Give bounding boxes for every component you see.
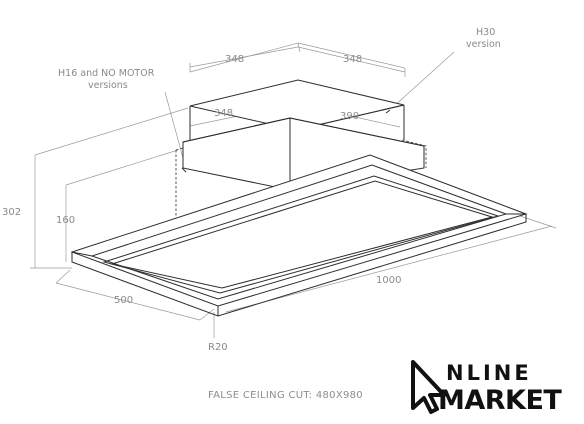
dim-box-depth: 390: [340, 111, 359, 122]
version-notes: H16 and NO MOTOR versions H30 version: [58, 27, 501, 91]
ceiling-panel: [70, 109, 528, 317]
note-h16-line2: versions: [88, 80, 128, 91]
dimension-labels: 348 348 348 390 302 160 500 1000 R20: [2, 54, 401, 353]
false-ceiling-caption: FALSE CEILING CUT: 480X980: [208, 390, 363, 401]
onlinemarket-logo: NLINE MARKET: [411, 360, 563, 416]
dim-depth: 500: [114, 295, 133, 306]
logo-line1: NLINE: [446, 361, 532, 385]
dim-box-width: 348: [214, 108, 233, 119]
dim-length: 1000: [376, 275, 401, 286]
dim-top-right: 348: [343, 54, 362, 65]
dim-total-height: 302: [2, 207, 21, 218]
dim-body-height: 160: [56, 215, 75, 226]
dim-top-left: 348: [225, 54, 244, 65]
dim-radius: R20: [208, 342, 228, 353]
cursor-arrow-icon: [411, 360, 446, 414]
note-h16-line1: H16 and NO MOTOR: [58, 68, 155, 79]
note-h30-line1: H30: [476, 27, 495, 38]
logo-line2: MARKET: [438, 385, 562, 416]
note-h30-line2: version: [466, 39, 501, 50]
